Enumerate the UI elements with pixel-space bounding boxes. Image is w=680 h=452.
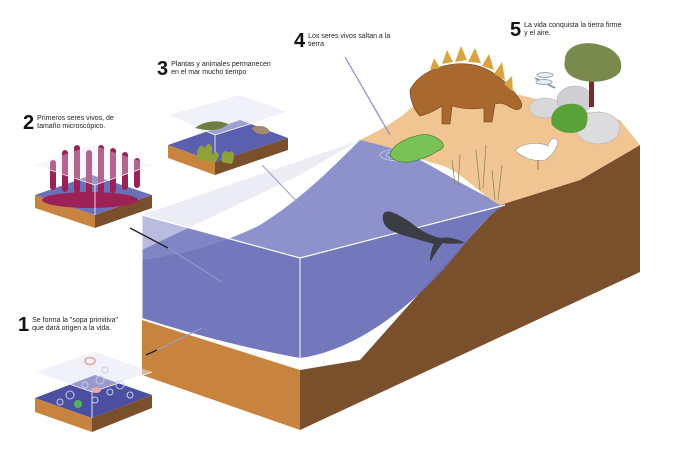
glass-top bbox=[142, 140, 360, 250]
water-floor bbox=[35, 375, 152, 418]
step-2-text: Primeros seres vivos, de tamaño microscó… bbox=[37, 115, 114, 130]
connector-arrow-1 bbox=[156, 327, 203, 351]
soil-front bbox=[35, 398, 92, 432]
stegosaurus-icon bbox=[409, 63, 522, 125]
trilobite-icon bbox=[252, 125, 270, 135]
reed-icon bbox=[491, 164, 503, 201]
tree-icon bbox=[564, 43, 622, 82]
step-3-number: 3 bbox=[157, 58, 169, 80]
bush bbox=[551, 103, 588, 134]
reed-icon bbox=[451, 154, 461, 186]
step-5-text: La vida conquista la tierra firme y el a… bbox=[524, 22, 622, 37]
dragonfly-wing bbox=[536, 72, 554, 78]
tree bbox=[564, 43, 622, 107]
box-3-sea-life bbox=[167, 95, 289, 175]
soil-side bbox=[95, 195, 152, 228]
bird bbox=[514, 138, 559, 170]
step-5-label: 5 La vida conquista la tierra firme y el… bbox=[510, 19, 625, 41]
soil-side bbox=[215, 138, 288, 175]
step-4-label: 4 Los seres vivos saltan a la tierra bbox=[294, 30, 394, 52]
step-4-number: 4 bbox=[294, 30, 306, 52]
step-5-number: 5 bbox=[510, 19, 522, 41]
dinosaur bbox=[409, 46, 522, 125]
step-3-text: Plantas y animales permanecen en el mar … bbox=[171, 61, 271, 76]
seaweed-icon bbox=[197, 144, 219, 162]
glass-top bbox=[35, 145, 152, 185]
step-4-text: Los seres vivos saltan a la tierra bbox=[308, 33, 391, 48]
soil-front bbox=[168, 145, 215, 175]
dragonfly-wing bbox=[535, 79, 553, 85]
tree-trunk bbox=[589, 75, 594, 107]
step-1-label: 1 Se forma la "sopa primitiva" que dará … bbox=[18, 314, 128, 336]
box-1-primitive-soup bbox=[34, 352, 153, 432]
reeds bbox=[451, 144, 503, 201]
step-1-number: 1 bbox=[18, 314, 30, 336]
whale-icon bbox=[382, 211, 465, 262]
pink-cell-icon bbox=[91, 387, 101, 393]
frog bbox=[389, 134, 444, 163]
water-surface bbox=[142, 140, 505, 260]
box-2-microbes bbox=[34, 145, 153, 228]
microbe-colony bbox=[42, 145, 140, 208]
step-1-text: Se forma la "sopa primitiva" que dará or… bbox=[32, 317, 119, 332]
bush-icon bbox=[551, 103, 588, 134]
connectors bbox=[129, 56, 391, 356]
green-cell-icon bbox=[74, 400, 82, 408]
seaweed-icon bbox=[221, 151, 234, 164]
step-2-number: 2 bbox=[23, 112, 35, 134]
dragonfly bbox=[534, 72, 556, 89]
soil-side bbox=[300, 145, 640, 430]
goose-icon bbox=[514, 138, 559, 161]
whale bbox=[382, 211, 465, 262]
reed-icon bbox=[475, 144, 487, 191]
water-front bbox=[142, 205, 505, 358]
pink-cell-icon bbox=[84, 356, 96, 366]
connector-arrow-3 bbox=[261, 164, 306, 211]
fish-icon bbox=[195, 121, 228, 131]
connector-line bbox=[129, 227, 169, 249]
connector-arrow-2 bbox=[167, 247, 223, 283]
connector-line bbox=[145, 349, 158, 356]
soil-side bbox=[92, 395, 152, 432]
bubbles bbox=[56, 366, 134, 406]
frog-icon bbox=[389, 134, 444, 163]
connector-arrow-4 bbox=[344, 56, 391, 136]
stegosaurus-plates bbox=[430, 46, 513, 92]
step-3-label: 3 Plantas y animales permanecen en el ma… bbox=[157, 58, 272, 80]
step-2-label: 2 Primeros seres vivos, de tamaño micros… bbox=[23, 112, 133, 134]
soil-front bbox=[142, 320, 300, 430]
glass-top bbox=[168, 95, 288, 135]
